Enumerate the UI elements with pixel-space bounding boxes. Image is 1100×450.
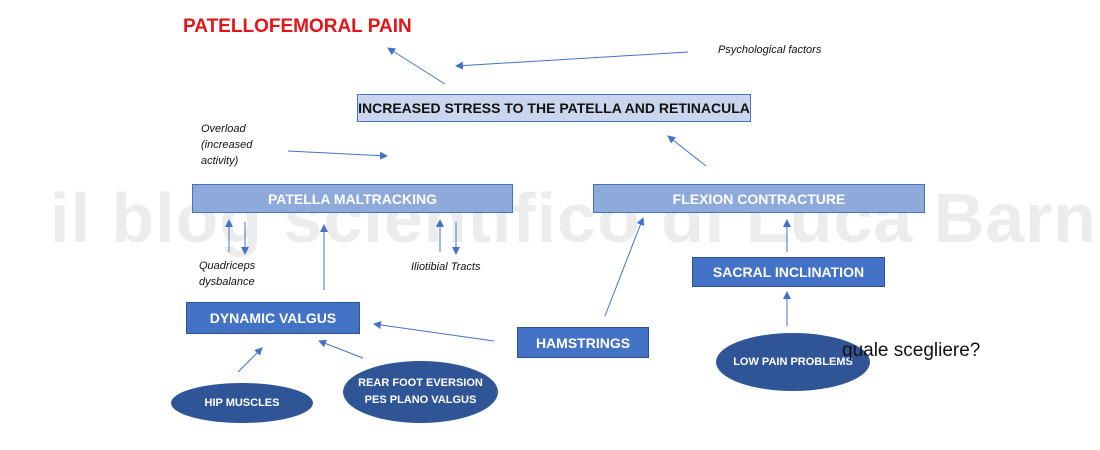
ellipse-low-pain-problems: LOW PAIN PROBLEMS: [716, 333, 870, 391]
note-overload-line-3: activity): [201, 155, 239, 167]
note-overload-line-2: (increased: [201, 139, 253, 151]
note-overload: Overload (increased activity): [201, 121, 252, 169]
note-iliotibial-tracts: Iliotibial Tracts: [411, 261, 481, 273]
note-quadriceps-dysbalance: Quadriceps dysbalance: [199, 258, 255, 290]
box-sacral-inclination: SACRAL INCLINATION: [692, 257, 885, 287]
note-quadriceps-line-2: dysbalance: [199, 276, 255, 288]
arrow-hamstrings-to-flexion: [604, 217, 645, 317]
box-hamstrings: HAMSTRINGS: [517, 327, 649, 358]
ellipse-rear-foot-line-1: REAR FOOT EVERSION: [358, 377, 483, 389]
arrow-flexion-to-stress: [667, 135, 707, 167]
page-title: PATELLOFEMORAL PAIN: [183, 16, 412, 37]
question-text: quale scegliere?: [842, 340, 981, 361]
arrow-hamstrings-to-valgus: [373, 321, 495, 342]
ellipse-hip-muscles: HIP MUSCLES: [171, 383, 313, 423]
arrow-overload-to-maltracking: [287, 150, 388, 160]
box-dynamic-valgus: DYNAMIC VALGUS: [186, 302, 360, 334]
box-increased-stress: INCREASED STRESS TO THE PATELLA AND RETI…: [357, 94, 751, 122]
ellipse-rear-foot-line-2: PES PLANO VALGUS: [364, 394, 477, 406]
box-flexion-contracture: FLEXION CONTRACTURE: [593, 184, 925, 213]
note-psychological-factors: Psychological factors: [718, 44, 822, 56]
arrow-hip-to-valgus: [237, 347, 263, 373]
box-patella-maltracking: PATELLA MALTRACKING: [192, 184, 513, 213]
arrow-stress-to-title: [387, 47, 446, 85]
ellipse-rear-foot-eversion: REAR FOOT EVERSION PES PLANO VALGUS: [343, 361, 498, 423]
note-overload-line-1: Overload: [201, 123, 246, 135]
arrow-psych-to-stress: [455, 51, 689, 70]
arrow-rearfoot-to-valgus: [318, 339, 364, 359]
note-quadriceps-line-1: Quadriceps: [199, 260, 256, 272]
